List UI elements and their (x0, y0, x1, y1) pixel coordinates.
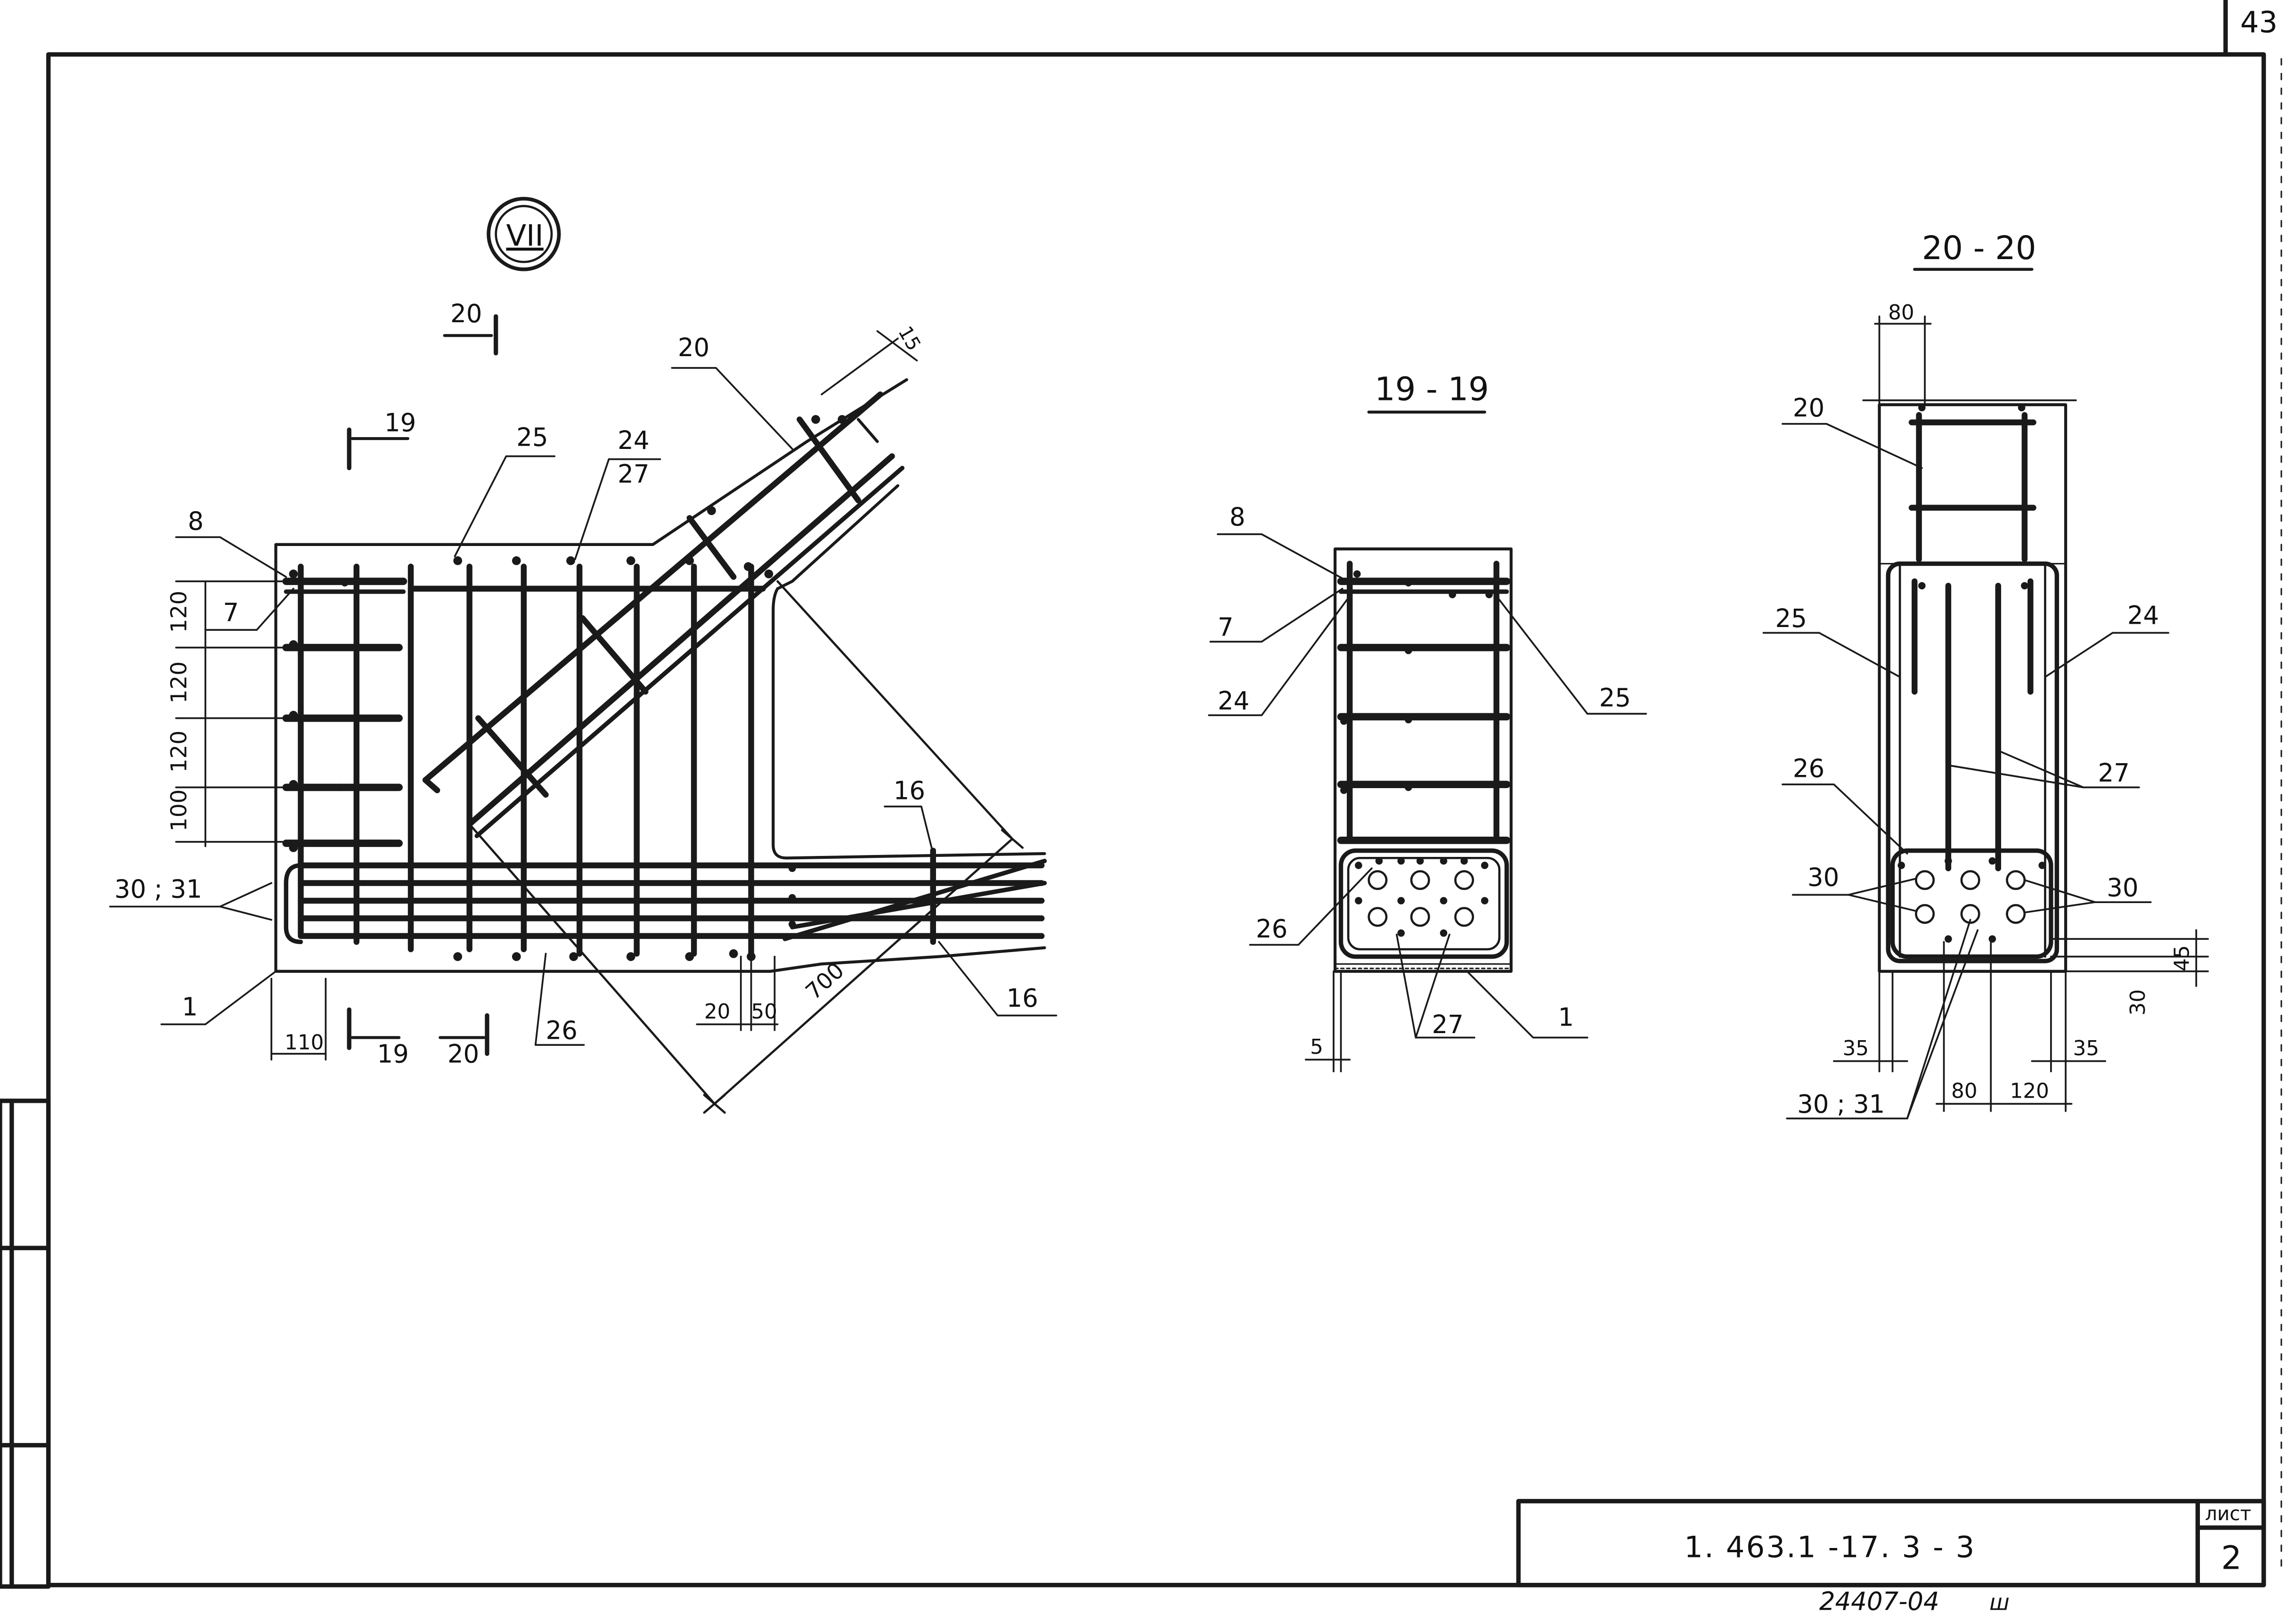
bottom-dimensions: 110 20 50 700 15 (270, 322, 926, 1061)
section-20-top-label: 20 (450, 299, 482, 328)
vertical-stirrups (298, 563, 754, 957)
main-view-labels: 8 7 30 ; 31 1 25 24 27 20 26 16 16 (109, 333, 1058, 1046)
label-30-31: 30 ; 31 (114, 875, 202, 904)
s19-label-25: 25 (1599, 683, 1631, 712)
dim-100: 100 (167, 790, 192, 831)
label-8: 8 (188, 507, 204, 536)
s20-dim-35-left: 35 (1843, 1036, 1869, 1060)
s20-dim-80-top: 80 (1888, 301, 1914, 325)
label-24: 24 (618, 426, 649, 455)
s19-label-27: 27 (1432, 1010, 1464, 1039)
s19-label-1: 1 (1558, 1002, 1574, 1032)
sheet-header: лист (2205, 1502, 2251, 1525)
s20-label-25: 25 (1775, 604, 1807, 633)
s20-dim-45: 45 (2170, 945, 2194, 971)
s20-label-30-right: 30 (2107, 873, 2138, 902)
bottom-longitudinal-bars (284, 858, 1047, 945)
element-outline (274, 378, 1046, 1114)
s20-label-30-31: 30 ; 31 (1797, 1090, 1885, 1119)
inclined-bars (422, 391, 905, 839)
bar-dots (289, 415, 847, 961)
label-25: 25 (516, 423, 548, 452)
s19-dim-5: 5 (1310, 1035, 1323, 1059)
section-20-bar-circles (1897, 404, 2046, 943)
left-mesh-bars (282, 578, 766, 847)
label-20: 20 (678, 333, 709, 362)
s20-label-30-left: 30 (1807, 863, 1839, 892)
label-7: 7 (223, 598, 239, 627)
section-20-title: 20 - 20 (1922, 229, 2036, 267)
label-16-bottom: 16 (1006, 984, 1038, 1013)
section-19-bottom-label: 19 (377, 1040, 408, 1069)
s20-label-24: 24 (2127, 601, 2159, 630)
s20-label-27: 27 (2098, 758, 2130, 788)
sheet-frame: 43 (0, 0, 2282, 1589)
s20-dim-80-bottom: 80 (1951, 1079, 1977, 1103)
s20-label-20: 20 (1793, 393, 1824, 423)
sheet-number: 2 (2221, 1539, 2242, 1577)
dim-20: 20 (704, 1000, 730, 1024)
dim-120-2: 120 (167, 661, 192, 703)
section-19-title: 19 - 19 (1375, 371, 1489, 408)
s20-label-26: 26 (1793, 754, 1824, 783)
node-mark-vii: VII (487, 196, 561, 271)
s19-label-26: 26 (1256, 914, 1287, 944)
drawing-code: 1. 463.1 -17. 3 - 3 (1684, 1530, 1976, 1564)
section-20-20: 20 - 20 (1762, 229, 2209, 1120)
label-16-top: 16 (894, 776, 925, 805)
dim-120-3: 120 (167, 731, 192, 773)
label-1: 1 (182, 993, 198, 1022)
section-19-bar-circles (1340, 570, 1493, 937)
label-26: 26 (546, 1016, 578, 1045)
dim-50: 50 (751, 1000, 777, 1024)
title-block: 1. 463.1 -17. 3 - 3 лист 2 24407-04 ш (1516, 1499, 2266, 1613)
dim-120-1: 120 (167, 591, 192, 633)
s19-label-8: 8 (1229, 502, 1246, 531)
svg-text:VII: VII (506, 219, 543, 253)
section-19-top-label: 19 (384, 408, 416, 437)
s19-label-24: 24 (1218, 686, 1249, 716)
page-corner-number: 43 (2240, 5, 2278, 40)
s20-dim-35-right: 35 (2073, 1036, 2099, 1060)
s19-label-7: 7 (1218, 613, 1234, 642)
dim-110: 110 (285, 1030, 324, 1054)
stamp-suffix: ш (1989, 1590, 2010, 1613)
section-20-bottom-label: 20 (448, 1040, 479, 1069)
section-19-19: 19 - 19 (1208, 371, 1647, 1073)
s20-dim-30: 30 (2126, 989, 2150, 1016)
section-marks: 20 19 19 20 (347, 299, 498, 1069)
label-27: 27 (618, 460, 649, 489)
stamp-number: 24407-04 (1819, 1587, 1939, 1613)
left-dimension-chain: 120 120 120 100 (167, 580, 287, 847)
binding-strip (0, 1099, 51, 1589)
main-view: VII (109, 196, 1058, 1114)
s20-dim-120: 120 (2010, 1079, 2049, 1103)
